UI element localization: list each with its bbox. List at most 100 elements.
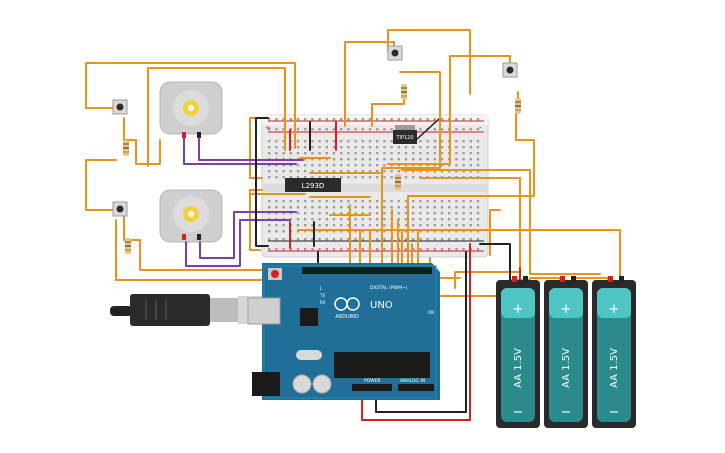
breadboard-hole [282,118,285,121]
breadboard-hole [347,158,350,161]
breadboard-hole [433,224,436,227]
breadboard-hole [340,230,343,233]
breadboard-hole [383,158,386,161]
breadboard-hole [476,212,480,215]
breadboard-hole [325,140,328,143]
breadboard-hole [440,230,444,233]
breadboard-hole [476,118,480,121]
breadboard-hole [275,200,278,203]
breadboard-hole [311,128,314,131]
reset-button[interactable] [268,268,282,280]
breadboard-hole [318,230,321,233]
breadboard-hole [419,200,422,203]
breadboard-hole [282,140,285,143]
breadboard-hole [354,218,357,221]
breadboard-hole [469,170,472,173]
breadboard-hole [462,206,465,209]
breadboard-hole [462,224,465,227]
usb-cable [110,294,268,326]
breadboard-hole [404,176,408,179]
breadboard-hole [412,218,415,221]
breadboard-hole [347,224,350,227]
battery-3: + AA 1.5V − [592,280,636,428]
breadboard-hole [289,248,292,251]
breadboard-hole [397,152,400,155]
breadboard-hole [448,230,451,233]
breadboard-hole [404,206,408,209]
breadboard-hole [390,118,393,121]
breadboard-hole [275,164,278,167]
breadboard-hole [311,200,314,203]
breadboard-hole [469,118,472,121]
battery-3-label: AA 1.5V [609,348,620,388]
push-button-top-center[interactable] [387,45,403,61]
l293d-chip: L293D [285,178,341,192]
breadboard-hole [311,212,314,215]
l293d-label: L293D [302,182,325,190]
battery-2-label: AA 1.5V [561,348,572,388]
push-button-top-right[interactable] [502,62,518,78]
push-button-left-bottom[interactable] [112,201,128,217]
breadboard-hole [462,218,465,221]
breadboard-hole [368,218,372,221]
battery-terminals [512,276,624,282]
breadboard-hole [376,140,379,143]
breadboard-hole [383,230,386,233]
breadboard-hole [440,200,444,203]
tip120-transistor: TIP120 [393,117,441,144]
breadboard-hole [455,212,458,215]
push-button-left-top[interactable] [112,99,128,115]
breadboard-hole [397,200,400,203]
breadboard-hole [426,118,429,121]
arduino-power-label: POWER [364,378,381,384]
breadboard-hole [383,152,386,155]
breadboard-hole [275,212,278,215]
breadboard-hole [455,206,458,209]
breadboard-hole [289,118,292,121]
breadboard-hole [282,238,285,241]
battery-2-plus: + [561,302,572,317]
breadboard-hole [340,146,343,149]
breadboard-hole [325,218,328,221]
breadboard-hole [383,248,386,251]
breadboard-hole [311,118,314,121]
breadboard-hole [476,140,480,143]
breadboard-hole [318,170,321,173]
breadboard-hole [397,212,400,215]
arduino-analog-label: ANALOG IN [400,378,425,384]
breadboard-hole [433,152,436,155]
breadboard-hole [404,164,408,167]
breadboard-hole [282,200,285,203]
breadboard-hole [361,152,364,155]
breadboard-hole [325,152,328,155]
breadboard-hole [404,224,408,227]
breadboard-hole [462,118,465,121]
breadboard-hole [455,238,458,241]
breadboard-hole [275,170,278,173]
breadboard-hole [433,212,436,215]
breadboard-hole [433,206,436,209]
breadboard-hole [332,140,336,143]
breadboard-hole [412,224,415,227]
breadboard-hole [361,230,364,233]
breadboard-hole [440,140,444,143]
breadboard-hole [455,170,458,173]
breadboard-hole [318,158,321,161]
breadboard-hole [469,230,472,233]
breadboard-hole [347,152,350,155]
breadboard-hole [289,206,292,209]
breadboard-hole [476,218,480,221]
breadboard-hole [383,224,386,227]
breadboard-hole [296,176,300,179]
breadboard-hole [318,218,321,221]
breadboard-hole [347,140,350,143]
breadboard-hole [476,238,480,241]
breadboard-hole [325,200,328,203]
breadboard-hole [332,164,336,167]
breadboard-hole [412,238,415,241]
breadboard-hole [311,230,314,233]
dc-motor-top [159,81,223,138]
breadboard-hole [462,152,465,155]
breadboard-hole [462,200,465,203]
breadboard-hole [296,164,300,167]
